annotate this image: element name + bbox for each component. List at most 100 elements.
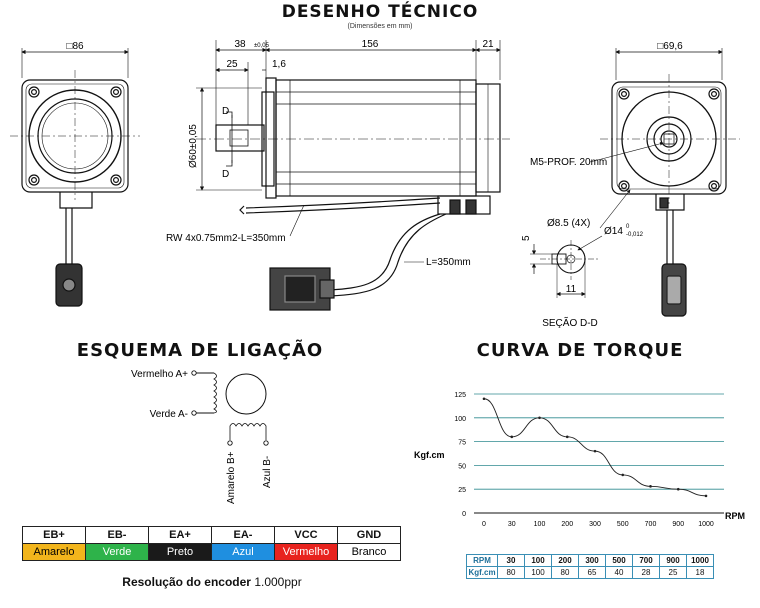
wiring-color-cell: Preto <box>148 543 212 561</box>
dim-front-width: □86 <box>66 41 84 52</box>
dim-shaft-tol: ±0,05 <box>254 43 270 49</box>
x-tick-label: 200 <box>561 521 573 528</box>
chart-xlabel: RPM <box>725 511 745 521</box>
dim-pilot-dia: Ø60±0,05 <box>188 124 199 168</box>
encoder-value: 1.000ppr <box>254 575 302 589</box>
wiring-color-cell: Amarelo <box>22 543 86 561</box>
cable-motor-label: RW 4x0.75mm2-L=350mm <box>166 233 286 244</box>
wiring-header-cell: EA- <box>211 526 275 544</box>
section-mark-bottom: D <box>222 169 229 180</box>
torque-table-rpm-cell: 30 <box>497 554 525 567</box>
wiring-color-cell: Azul <box>211 543 275 561</box>
torque-table-rpm-cell: 300 <box>578 554 606 567</box>
torque-table-rpm-cell: 900 <box>659 554 687 567</box>
torque-data-point <box>649 485 652 488</box>
x-tick-label: 300 <box>589 521 601 528</box>
wiring-header-cell: VCC <box>274 526 338 544</box>
torque-data-point <box>565 435 569 439</box>
torque-table-rpm-cell: 1000 <box>686 554 714 567</box>
torque-title: CURVA DE TORQUE <box>476 340 684 361</box>
wiring-color-cell: Verde <box>85 543 149 561</box>
dim-key-h: 5 <box>521 235 532 241</box>
torque-table-value-cell: 18 <box>686 566 714 579</box>
chart-ylabel: Kgf.cm <box>414 450 445 460</box>
wiring-header-cell: GND <box>337 526 401 544</box>
torque-table-rpm-cell: 100 <box>524 554 552 567</box>
encoder-resolution: Resolução do encoder 1.000ppr <box>22 575 402 589</box>
drawing-title: DESENHO TÉCNICO <box>281 2 479 22</box>
torque-data-point <box>621 473 625 477</box>
x-tick-label: 700 <box>645 521 657 528</box>
x-tick-label: 100 <box>534 521 546 528</box>
y-tick-label: 25 <box>458 487 466 494</box>
torque-chart: 0 25 50 75 100 125 0 30 100 200 300 500 700 900 1000 <box>454 392 724 528</box>
dim-shaft-tol-upper: 0 <box>626 224 630 230</box>
x-tick-label: 0 <box>482 521 486 528</box>
torque-table-value-cell: 40 <box>605 566 633 579</box>
torque-data-point <box>704 494 708 498</box>
dim-rear-square: □69,6 <box>657 41 683 52</box>
dim-flange: 1,6 <box>272 59 286 70</box>
dim-key-len: 25 <box>226 59 238 70</box>
torque-data-point <box>510 435 514 439</box>
wire-label-red: Vermelho A+ <box>131 369 188 380</box>
wiring-color-cell: Branco <box>337 543 401 561</box>
front-view <box>10 48 140 307</box>
wire-label-yellow: Amarelo B+ <box>226 451 237 504</box>
y-tick-label: 125 <box>454 392 466 399</box>
x-tick-label: 1000 <box>698 521 714 528</box>
drawing-subtitle: (Dimensões em mm) <box>347 23 413 30</box>
section-label: SEÇÃO D-D <box>542 316 598 329</box>
torque-data-point <box>676 487 680 491</box>
torque-data-point <box>482 397 486 401</box>
wiring-header-cell: EB- <box>85 526 149 544</box>
section-d-d <box>530 235 603 298</box>
wire-label-blue: Azul B- <box>262 456 273 488</box>
torque-table-value-cell: 100 <box>524 566 552 579</box>
wiring-header-cell: EA+ <box>148 526 212 544</box>
x-tick-label: 500 <box>617 521 629 528</box>
side-view <box>196 40 510 311</box>
section-mark-top: D <box>222 106 229 117</box>
torque-table-torque-label: Kgf.cm <box>466 566 498 579</box>
wiring-title: ESQUEMA DE LIGAÇÃO <box>76 340 324 361</box>
dim-rear-len: 21 <box>482 39 494 50</box>
wiring-color-cell: Vermelho <box>274 543 338 561</box>
dim-holes: Ø8.5 (4X) <box>547 218 590 229</box>
torque-table-value-cell: 80 <box>497 566 525 579</box>
dim-body-len: 156 <box>362 39 379 50</box>
wire-label-green: Verde A- <box>150 409 188 420</box>
dim-thread: M5-PROF. 20mm <box>530 157 607 168</box>
x-tick-label: 900 <box>672 521 684 528</box>
torque-table-rpm-cell: 700 <box>632 554 660 567</box>
torque-table-value-cell: 65 <box>578 566 606 579</box>
torque-table-rpm-cell: 500 <box>605 554 633 567</box>
cable-encoder-label: L=350mm <box>426 257 471 268</box>
torque-data-point <box>593 449 597 453</box>
torque-series-line <box>483 398 707 497</box>
y-tick-label: 100 <box>454 416 466 423</box>
wiring-header-cell: EB+ <box>22 526 86 544</box>
y-tick-label: 50 <box>458 463 466 470</box>
torque-table-value-cell: 25 <box>659 566 687 579</box>
rear-view <box>589 48 740 317</box>
torque-table-rpm-cell: 200 <box>551 554 579 567</box>
dim-shaft-tol-lower: -0,012 <box>626 232 644 238</box>
torque-data-point <box>538 416 541 420</box>
y-tick-label: 0 <box>462 511 466 518</box>
dim-key-w: 11 <box>566 284 577 295</box>
wiring-schematic <box>191 370 269 446</box>
torque-table-value-cell: 28 <box>632 566 660 579</box>
torque-table-value-cell: 80 <box>551 566 579 579</box>
torque-table-rpm-label: RPM <box>466 554 498 567</box>
encoder-label: Resolução do encoder <box>122 575 251 589</box>
dim-shaft-len: 38 <box>234 39 246 50</box>
y-tick-label: 75 <box>458 440 466 447</box>
x-tick-label: 30 <box>508 521 516 528</box>
